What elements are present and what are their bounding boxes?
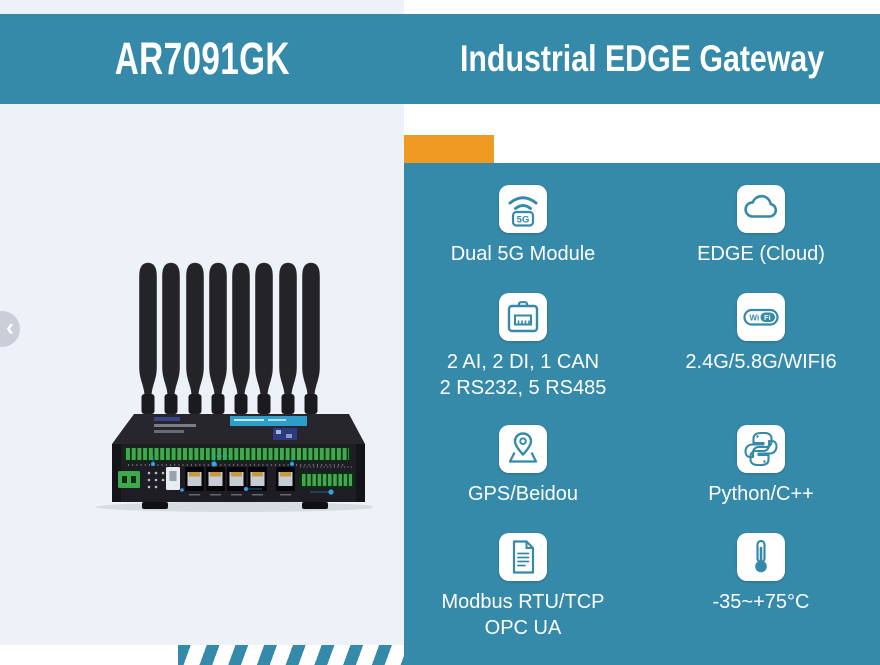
router-product-image [96, 262, 372, 512]
header-product-section: Industrial EDGE Gateway [404, 14, 880, 104]
feature-gnss: GPS/Beidou [408, 425, 638, 523]
chevron-left-icon: ‹ [6, 314, 14, 341]
feature-label: Python/C++ [708, 483, 814, 505]
thermometer-icon [737, 533, 785, 581]
carousel-prev-button[interactable]: ‹ [0, 311, 20, 347]
gps-pin-icon [499, 425, 547, 473]
cloud-icon [737, 185, 785, 233]
model-title: AR7091GK [114, 33, 290, 84]
feature-label: 2.4G/5.8G/WIFI6 [685, 351, 837, 373]
product-title: Industrial EDGE Gateway [459, 38, 825, 79]
diagonal-stripes-accent [178, 645, 404, 665]
5g-signal-icon: 5G [499, 185, 547, 233]
feature-programming: Python/C++ [646, 425, 876, 523]
feature-io-interfaces: 2 AI, 2 DI, 1 CAN 2 RS232, 5 RS485 [408, 293, 638, 415]
document-icon [499, 533, 547, 581]
svg-text:Fi: Fi [764, 313, 771, 322]
features-panel: 5G Dual 5G Module EDGE (Cloud) [404, 163, 880, 665]
orange-accent-block [404, 135, 494, 163]
python-icon [737, 425, 785, 473]
feature-dual-5g: 5G Dual 5G Module [408, 185, 638, 283]
header-bar: AR7091GK Industrial EDGE Gateway [0, 14, 880, 104]
svg-text:5G: 5G [517, 215, 530, 226]
feature-label: -35~+75°C [712, 591, 810, 613]
feature-edge-cloud: EDGE (Cloud) [646, 185, 876, 283]
wifi-badge-icon: Wi Fi [737, 293, 785, 341]
feature-label: EDGE (Cloud) [697, 243, 825, 265]
feature-label: GPS/Beidou [467, 483, 579, 505]
svg-text:Wi: Wi [750, 314, 760, 323]
feature-wifi: Wi Fi 2.4G/5.8G/WIFI6 [646, 293, 876, 415]
ethernet-port-icon [499, 293, 547, 341]
feature-temperature: -35~+75°C [646, 533, 876, 655]
feature-label: Modbus RTU/TCP OPC UA [441, 591, 605, 639]
feature-label: Dual 5G Module [450, 243, 596, 265]
feature-label: 2 AI, 2 DI, 1 CAN 2 RS232, 5 RS485 [439, 351, 607, 399]
feature-protocols: Modbus RTU/TCP OPC UA [408, 533, 638, 655]
header-model-section: AR7091GK [0, 14, 404, 104]
